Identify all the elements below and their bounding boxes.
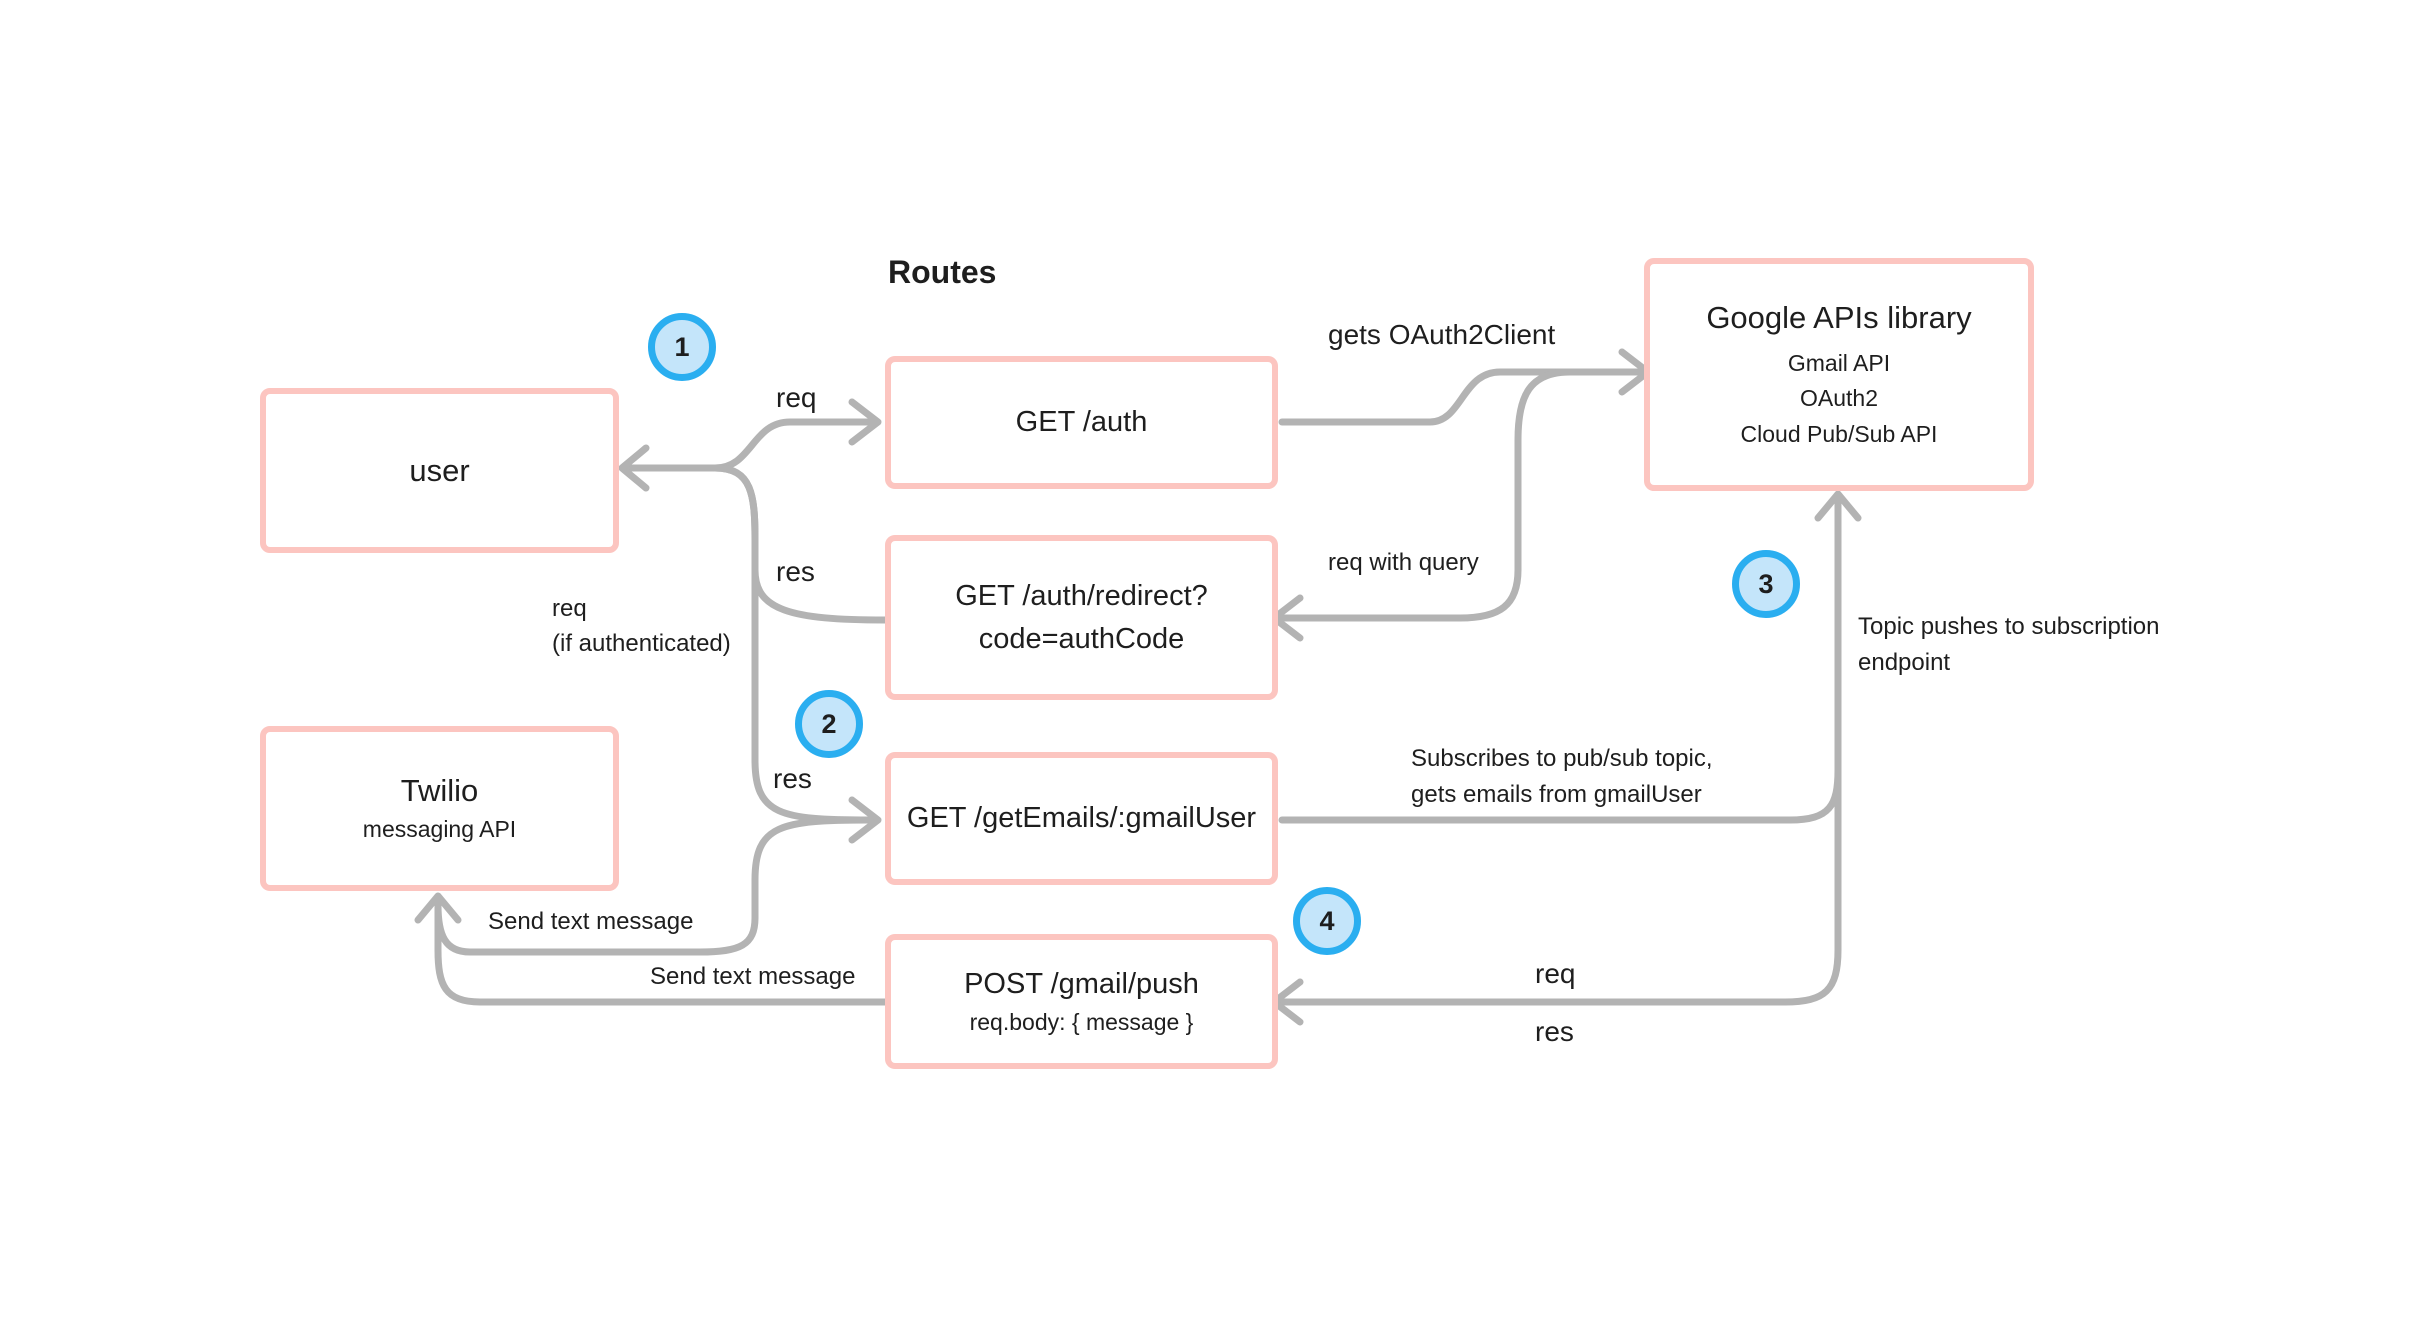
gmail-push-box[interactable]: POST /gmail/push req.body: { message } — [885, 934, 1278, 1069]
arrow-user-to-get-auth — [711, 418, 874, 472]
label-res-mid: res — [773, 763, 812, 794]
google-item-pubsub: Cloud Pub/Sub API — [1740, 421, 1938, 448]
arrow-res-redirect-to-user — [711, 464, 889, 624]
auth-redirect-line2: code=authCode — [978, 622, 1185, 655]
google-apis-title: Google APIs library — [1706, 300, 1972, 336]
label-req-if-auth-line2: (if authenticated) — [552, 630, 731, 657]
label-send-text-1: Send text message — [488, 908, 694, 935]
step-badge-2: 2 — [795, 690, 863, 758]
arrowhead-google-bottom — [1814, 490, 1862, 522]
label-send-text-2: Send text message — [650, 963, 856, 990]
get-auth-label: GET /auth — [1015, 406, 1148, 439]
arrow-gmail-push-to-twilio — [434, 901, 889, 1006]
step-badge-3: 3 — [1732, 550, 1800, 618]
arrow-get-emails-to-twilio — [434, 816, 874, 956]
step-badge-1: 1 — [648, 313, 716, 381]
arrowhead-user — [618, 444, 650, 492]
label-topic-pushes-line2: endpoint — [1858, 649, 1951, 676]
label-req-if-auth-line1: req — [552, 595, 587, 622]
label-subscribes-line2: gets emails from gmailUser — [1411, 781, 1702, 808]
label-req-bottom: req — [1535, 958, 1576, 989]
label-res-top: res — [776, 556, 815, 587]
gmail-push-subtitle: req.body: { message } — [969, 1008, 1194, 1035]
google-apis-box[interactable]: Google APIs library Gmail API OAuth2 Clo… — [1644, 258, 2034, 491]
label-req-top: req — [776, 382, 817, 413]
auth-redirect-box[interactable]: GET /auth/redirect? code=authCode — [885, 535, 1278, 700]
arrowhead-twilio — [414, 892, 462, 924]
get-auth-box[interactable]: GET /auth — [885, 356, 1278, 489]
arrow-get-auth-to-google — [1278, 368, 1644, 426]
twilio-subtitle: messaging API — [362, 816, 517, 843]
get-emails-label: GET /getEmails/:gmailUser — [906, 802, 1257, 835]
arrow-user-to-get-emails — [711, 464, 874, 824]
twilio-box[interactable]: Twilio messaging API — [260, 726, 619, 891]
user-box[interactable]: user — [260, 388, 619, 553]
arrowhead-get-emails — [848, 796, 882, 844]
label-subscribes-line1: Subscribes to pub/sub topic, — [1411, 745, 1713, 772]
google-item-gmail: Gmail API — [1787, 349, 1891, 376]
gmail-push-title: POST /gmail/push — [964, 967, 1199, 1000]
get-emails-box[interactable]: GET /getEmails/:gmailUser — [885, 752, 1278, 885]
auth-redirect-line1: GET /auth/redirect? — [955, 580, 1208, 613]
arrow-google-to-gmail-push — [1278, 496, 1842, 1006]
google-item-oauth2: OAuth2 — [1800, 385, 1878, 412]
user-box-label: user — [409, 452, 470, 488]
step-badge-4: 4 — [1293, 887, 1361, 955]
twilio-title: Twilio — [400, 772, 479, 808]
routes-heading: Routes — [888, 254, 997, 290]
label-req-with-query: req with query — [1328, 549, 1479, 576]
label-res-bottom: res — [1535, 1016, 1574, 1047]
arrowhead-get-auth — [848, 398, 882, 446]
label-topic-pushes-line1: Topic pushes to subscription — [1858, 613, 2160, 640]
label-gets-oauth: gets OAuth2Client — [1328, 319, 1556, 350]
arrow-google-to-redirect — [1278, 368, 1644, 622]
